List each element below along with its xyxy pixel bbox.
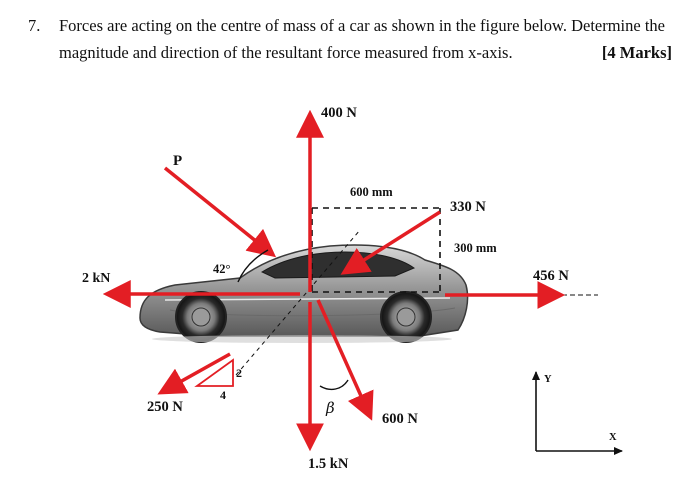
label-triangle-2: 2 <box>236 366 242 380</box>
label-400n: 400 N <box>321 105 357 121</box>
force-arrow-p <box>163 166 277 258</box>
force-arrow-600n <box>316 299 374 421</box>
force-arrow-330n <box>340 210 441 275</box>
slope-triangle <box>194 358 234 387</box>
label-1-5kn: 1.5 kN <box>308 456 349 472</box>
label-beta: β <box>325 399 335 417</box>
label-2kn: 2 kN <box>82 271 110 286</box>
force-arrow-250n <box>157 352 231 395</box>
label-330n: 330 N <box>450 199 486 215</box>
force-arrows <box>102 109 566 452</box>
question-number: 7. <box>28 16 41 35</box>
car-shadow <box>152 335 452 343</box>
label-axis-y: Y <box>544 374 552 385</box>
label-250n: 250 N <box>147 399 183 415</box>
rear-wheel-hub <box>396 307 416 327</box>
angle-arc-42 <box>237 249 269 283</box>
label-600mm: 600 mm <box>350 185 393 199</box>
label-angle-42: 42° <box>213 262 231 276</box>
label-300mm: 300 mm <box>454 241 497 255</box>
angle-marks <box>237 249 349 391</box>
label-600n: 600 N <box>382 411 418 427</box>
question-text-line2: magnitude and direction of the resultant… <box>59 43 513 62</box>
angle-arc-beta <box>319 379 349 391</box>
label-triangle-4: 4 <box>220 388 226 402</box>
slope-triangle-shape <box>194 358 234 387</box>
marks-label: [4 Marks] <box>601 43 672 62</box>
label-axis-x: X <box>609 432 617 443</box>
front-wheel-hub <box>191 307 211 327</box>
question-text-line1: Forces are acting on the centre of mass … <box>59 16 665 35</box>
axes <box>532 371 623 455</box>
label-p: P <box>173 153 182 169</box>
label-456n: 456 N <box>533 268 569 284</box>
